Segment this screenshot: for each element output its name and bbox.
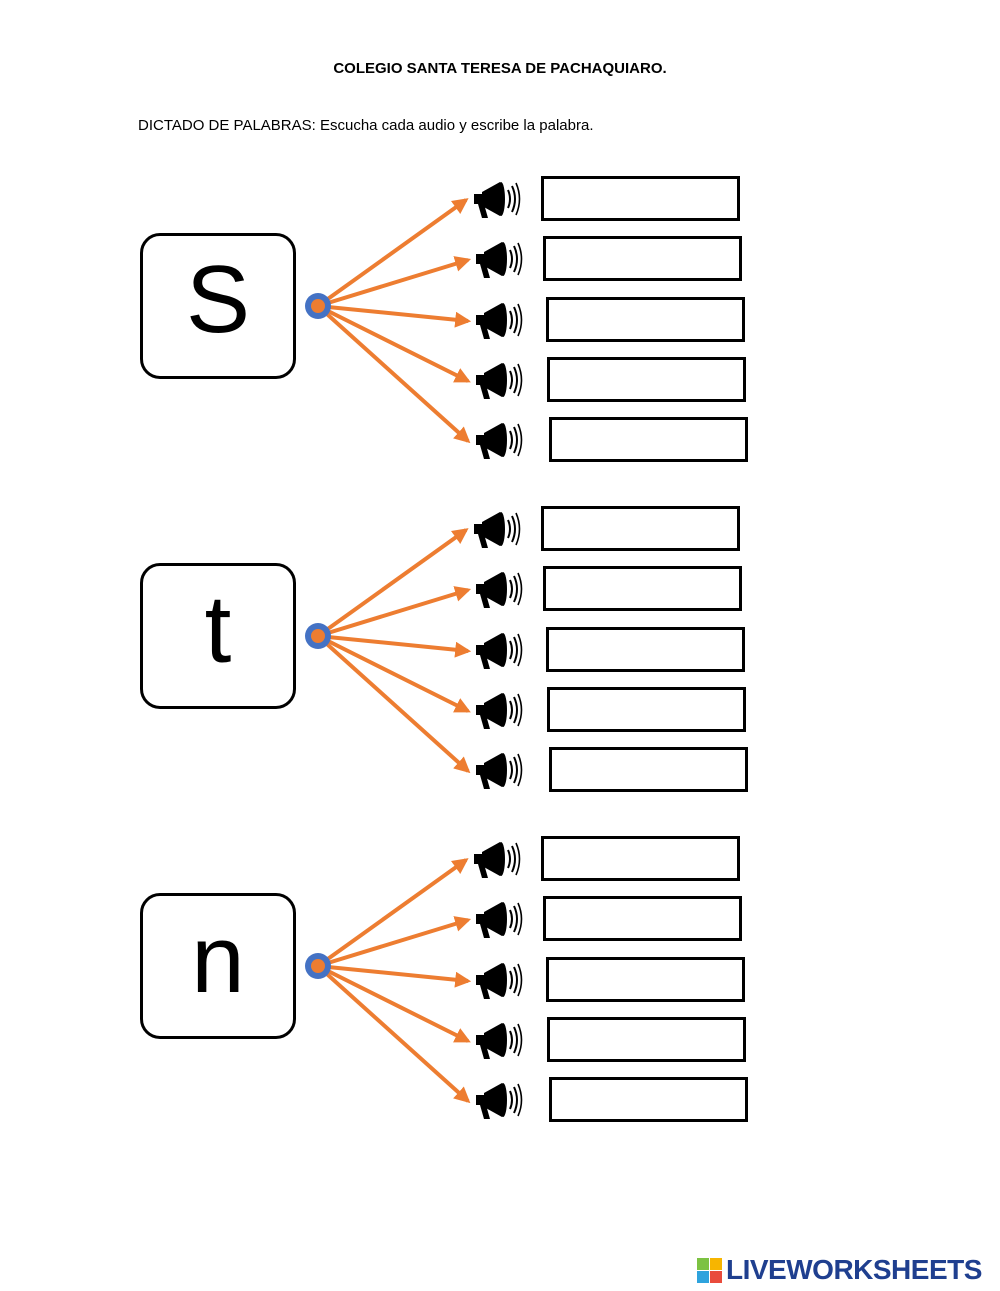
connector-arrow xyxy=(317,304,472,328)
answer-input[interactable] xyxy=(543,896,742,941)
megaphone-icon[interactable] xyxy=(472,419,528,461)
brand-block xyxy=(697,1257,709,1270)
answer-input[interactable] xyxy=(547,1017,746,1062)
letter-card: n xyxy=(140,893,296,1039)
letter-label: t xyxy=(204,576,232,683)
connector-arrow xyxy=(317,634,472,658)
megaphone-icon[interactable] xyxy=(472,1019,528,1061)
megaphone-icon[interactable] xyxy=(472,959,528,1001)
letter-card: t xyxy=(140,563,296,709)
connector-arrow xyxy=(316,528,469,638)
megaphone-icon[interactable] xyxy=(472,629,528,671)
brand-block xyxy=(697,1270,709,1283)
answer-input[interactable] xyxy=(541,506,740,551)
megaphone-icon[interactable] xyxy=(470,508,526,550)
megaphone-icon[interactable] xyxy=(470,178,526,220)
megaphone-icon[interactable] xyxy=(470,838,526,880)
page-title: COLEGIO SANTA TERESA DE PACHAQUIARO. xyxy=(333,60,667,77)
connector-arrow xyxy=(316,304,471,444)
origin-dot-center xyxy=(311,959,325,973)
connector-arrow xyxy=(317,964,471,1043)
brand-name: LIVEWORKSHEETS xyxy=(726,1254,982,1285)
answer-input[interactable] xyxy=(547,687,746,732)
megaphone-icon[interactable] xyxy=(472,689,528,731)
letter-card: S xyxy=(140,233,296,379)
answer-input[interactable] xyxy=(541,176,740,221)
connector-arrow xyxy=(316,198,469,308)
origin-dot-center xyxy=(311,299,325,313)
letter-label: n xyxy=(191,906,245,1013)
answer-input[interactable] xyxy=(541,836,740,881)
megaphone-icon[interactable] xyxy=(472,1079,528,1121)
brand-logo: LIVEWORKSHEETS xyxy=(697,1254,982,1285)
brand-blocks-icon xyxy=(697,1257,722,1283)
answer-input[interactable] xyxy=(546,627,745,672)
connector-arrow xyxy=(317,256,472,308)
answer-input[interactable] xyxy=(546,297,745,342)
answer-input[interactable] xyxy=(549,747,748,792)
connector-arrow xyxy=(317,304,471,383)
connector-arrow xyxy=(316,964,471,1104)
megaphone-icon[interactable] xyxy=(472,749,528,791)
answer-input[interactable] xyxy=(546,957,745,1002)
origin-dot-center xyxy=(311,629,325,643)
brand-block xyxy=(710,1257,722,1270)
connector-arrow xyxy=(316,858,469,968)
instructions-text: DICTADO DE PALABRAS: Escucha cada audio … xyxy=(138,117,594,134)
connector-arrow xyxy=(317,634,471,713)
connector-arrow xyxy=(317,586,472,638)
megaphone-icon[interactable] xyxy=(472,359,528,401)
letter-label: S xyxy=(185,246,251,353)
megaphone-icon[interactable] xyxy=(472,238,528,280)
connector-arrow xyxy=(317,964,472,988)
megaphone-icon[interactable] xyxy=(472,898,528,940)
answer-input[interactable] xyxy=(543,236,742,281)
connector-arrow xyxy=(316,634,471,774)
answer-input[interactable] xyxy=(549,1077,748,1122)
answer-input[interactable] xyxy=(549,417,748,462)
answer-input[interactable] xyxy=(543,566,742,611)
brand-block xyxy=(710,1270,722,1283)
megaphone-icon[interactable] xyxy=(472,568,528,610)
megaphone-icon[interactable] xyxy=(472,299,528,341)
connector-arrow xyxy=(317,916,472,968)
answer-input[interactable] xyxy=(547,357,746,402)
